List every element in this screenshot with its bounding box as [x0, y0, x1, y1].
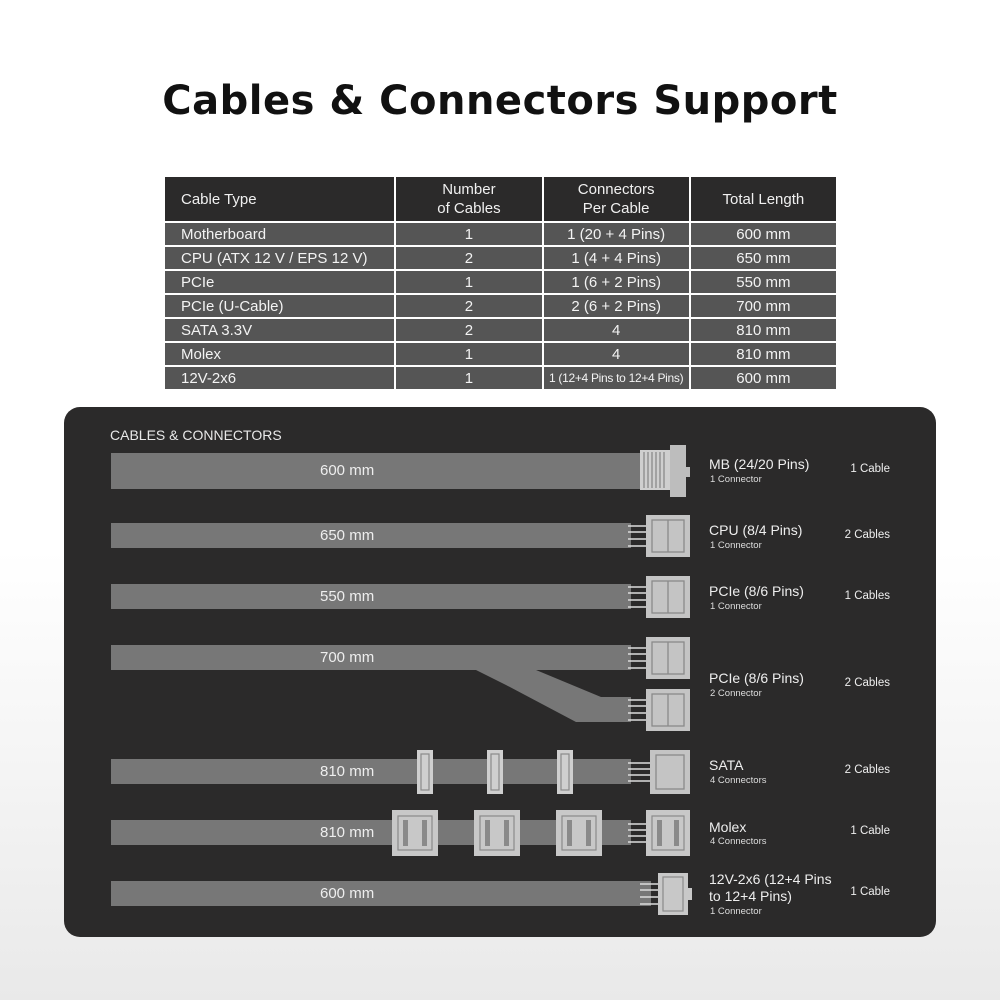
- table-cell: PCIe (U-Cable): [165, 295, 395, 319]
- cable-length: 600 mm: [320, 462, 375, 479]
- table-cell: 1: [396, 367, 542, 391]
- connector-subtitle: 1 Connector: [710, 601, 762, 612]
- cable-count: 1 Cable: [850, 886, 890, 898]
- header-label: Connectors Per Cable: [577, 181, 655, 217]
- table-cell: 1 (6 + 2 Pins): [543, 271, 689, 295]
- cable-count: 1 Cable: [850, 463, 890, 475]
- table-row: PCIe 1 1 (6 + 2 Pins) 550 mm: [165, 271, 836, 295]
- table-row: SATA 3.3V 2 4 810 mm: [165, 319, 836, 343]
- sata-inline-connector-icon: [557, 750, 573, 794]
- table-cell: 1: [396, 343, 542, 367]
- connector-subtitle: 2 Connector: [710, 688, 762, 699]
- table-row: PCIe (U-Cable) 2 2 (6 + 2 Pins) 700 mm: [165, 295, 836, 319]
- pcie-connector-icon: [628, 689, 690, 731]
- table-row: Motherboard 1 1 (20 + 4 Pins) 600 mm: [165, 223, 836, 247]
- connector-name: SATA: [709, 757, 744, 773]
- table-cell: SATA 3.3V: [165, 319, 395, 343]
- cable-length: 650 mm: [320, 527, 375, 544]
- table-row: CPU (ATX 12 V / EPS 12 V) 2 1 (4 + 4 Pin…: [165, 247, 836, 271]
- connector-name: Molex: [709, 819, 747, 835]
- spec-table: Cable Type Number of Cables Connectors P…: [163, 177, 838, 391]
- mb-connector-icon: [640, 445, 690, 497]
- table-cell: 1 (20 + 4 Pins): [543, 223, 689, 247]
- mb-cable: [111, 453, 651, 489]
- sata-cable: [111, 759, 631, 784]
- table-header-row: Cable Type Number of Cables Connectors P…: [165, 177, 836, 223]
- table-cell: 12V-2x6: [165, 367, 395, 391]
- table-row: 12V-2x6 1 1 (12+4 Pins to 12+4 Pins) 600…: [165, 367, 836, 391]
- table-cell: 1: [396, 271, 542, 295]
- table-cell: 2 (6 + 2 Pins): [543, 295, 689, 319]
- table-cell: 1 (12+4 Pins to 12+4 Pins): [543, 367, 689, 391]
- cable-count: 1 Cables: [844, 590, 890, 602]
- cpu-connector-icon: [628, 515, 690, 557]
- table-cell: 810 mm: [690, 319, 836, 343]
- pcie-cable: [111, 584, 631, 609]
- table-cell: Molex: [165, 343, 395, 367]
- cpu-cable: [111, 523, 631, 548]
- pcie-connector-icon: [628, 637, 690, 679]
- table-cell: PCIe: [165, 271, 395, 295]
- table-cell: 600 mm: [690, 367, 836, 391]
- connector-name: CPU (8/4 Pins): [709, 522, 803, 538]
- table-cell: 1: [396, 223, 542, 247]
- molex-connector-icon: [628, 810, 690, 856]
- molex-cable: [111, 820, 631, 845]
- pcie-connector-icon: [628, 576, 690, 618]
- cable-count: 2 Cables: [844, 764, 890, 776]
- header-cell: Total Length: [690, 177, 836, 223]
- table-cell: 2: [396, 247, 542, 271]
- table-cell: 1 (4 + 4 Pins): [543, 247, 689, 271]
- header-cell: Cable Type: [165, 177, 395, 223]
- sata-inline-connector-icon: [417, 750, 433, 794]
- sata-inline-connector-icon: [487, 750, 503, 794]
- header-cell: Number of Cables: [396, 177, 542, 223]
- connector-name: PCIe (8/6 Pins): [709, 670, 804, 686]
- table-cell: 2: [396, 295, 542, 319]
- table-cell: 700 mm: [690, 295, 836, 319]
- pcie-u-cable-shape: [111, 645, 631, 722]
- table-cell: 550 mm: [690, 271, 836, 295]
- cable-count: 2 Cables: [844, 529, 890, 541]
- molex-inline-connector-icon: [556, 810, 602, 856]
- 12v-2x6-cable: [111, 881, 651, 906]
- header-label: Total Length: [722, 190, 805, 208]
- cable-length: 810 mm: [320, 824, 375, 841]
- sata-connector-icon: [628, 750, 690, 794]
- connector-subtitle: 4 Connectors: [710, 836, 767, 847]
- cable-length: 810 mm: [320, 763, 375, 780]
- header-cell: Connectors Per Cable: [543, 177, 689, 223]
- cable-count: 1 Cable: [850, 825, 890, 837]
- molex-inline-connector-icon: [474, 810, 520, 856]
- header-label: Cable Type: [181, 190, 257, 208]
- connector-subtitle: 1 Connector: [710, 540, 762, 551]
- table-row: Molex 1 4 810 mm: [165, 343, 836, 367]
- cable-length: 550 mm: [320, 588, 375, 605]
- table-cell: Motherboard: [165, 223, 395, 247]
- panel-heading: CABLES & CONNECTORS: [110, 427, 282, 443]
- molex-inline-connector-icon: [392, 810, 438, 856]
- table-cell: 810 mm: [690, 343, 836, 367]
- table-cell: 650 mm: [690, 247, 836, 271]
- connector-subtitle: 1 Connector: [710, 906, 762, 917]
- connector-subtitle: 1 Connector: [710, 474, 762, 485]
- table-cell: 2: [396, 319, 542, 343]
- table-cell: CPU (ATX 12 V / EPS 12 V): [165, 247, 395, 271]
- 12v-2x6-connector-icon: [640, 873, 692, 915]
- connector-name: 12V-2x6 (12+4 Pins to 12+4 Pins): [709, 871, 832, 904]
- table-cell: 4: [543, 319, 689, 343]
- cable-length: 600 mm: [320, 885, 375, 902]
- connector-name: MB (24/20 Pins): [709, 456, 810, 472]
- page-title: Cables & Connectors Support: [162, 78, 838, 124]
- connector-name: PCIe (8/6 Pins): [709, 583, 804, 599]
- table-cell: 600 mm: [690, 223, 836, 247]
- header-label: Number of Cables: [437, 181, 501, 217]
- cable-count: 2 Cables: [844, 677, 890, 689]
- table-cell: 4: [543, 343, 689, 367]
- cable-length: 700 mm: [320, 649, 375, 666]
- connector-subtitle: 4 Connectors: [710, 775, 767, 786]
